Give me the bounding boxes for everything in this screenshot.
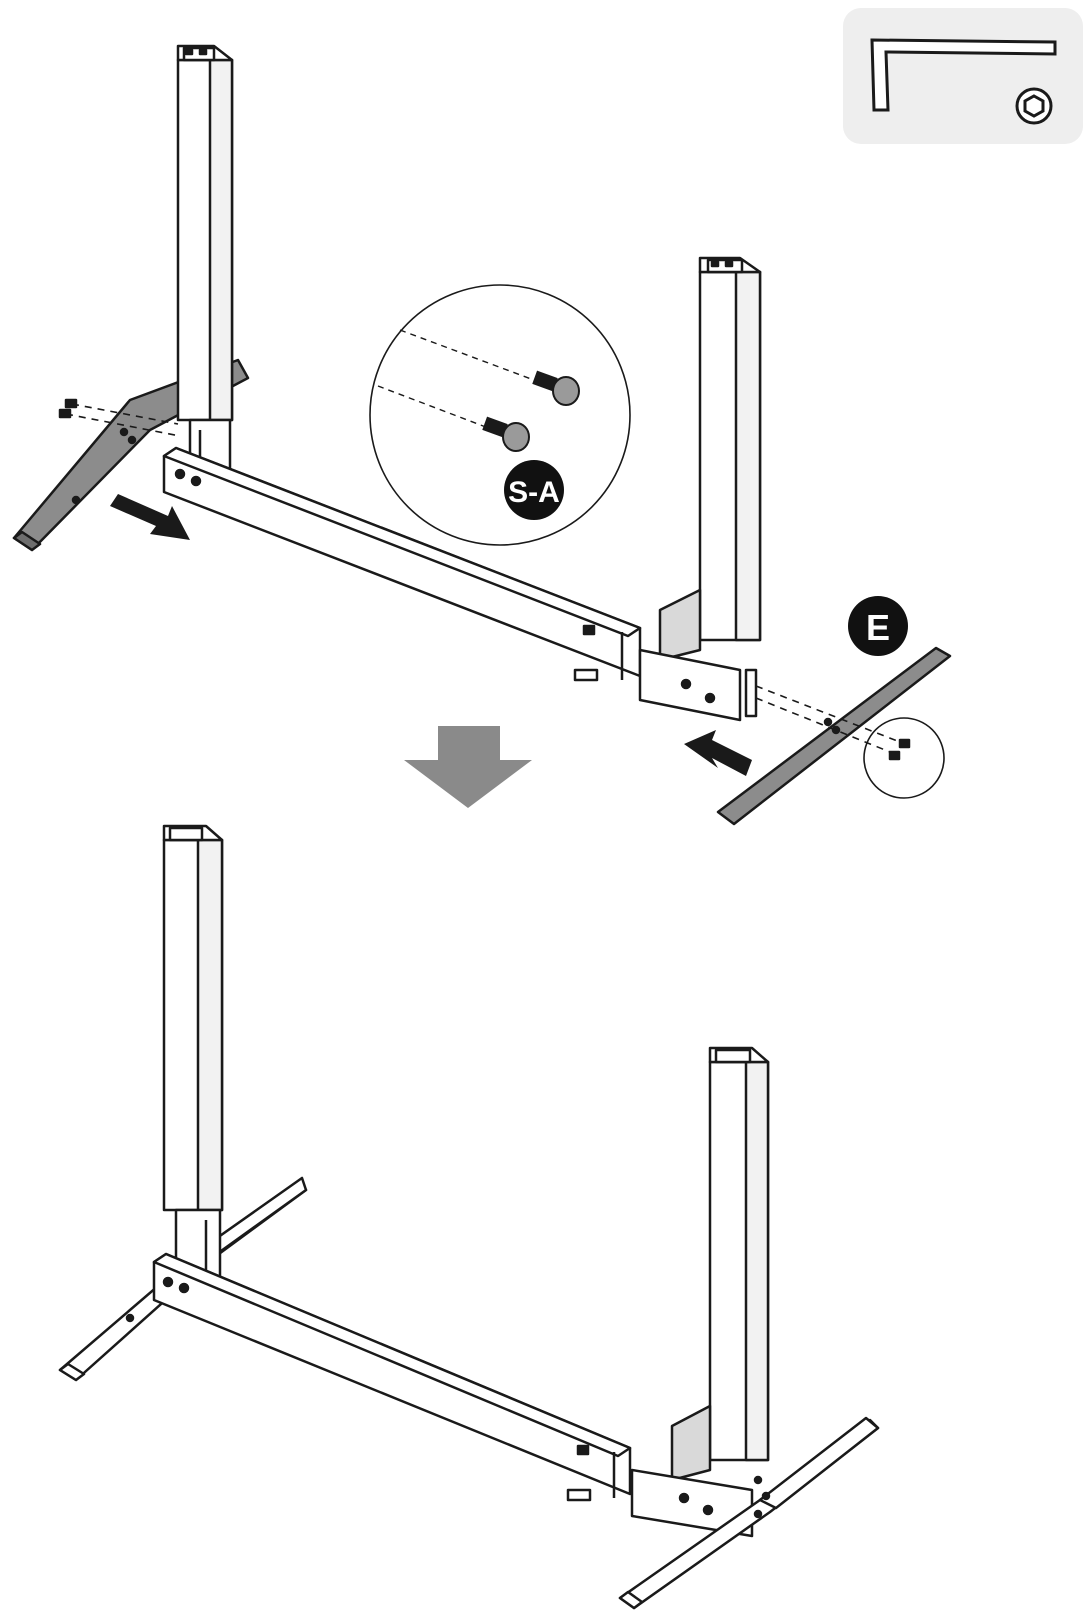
tool-panel [843,8,1083,144]
foot-part-label: E [866,607,890,648]
screw-icon [532,370,580,406]
assembled-right-column [630,1046,770,1538]
right-column [638,256,762,722]
screw-zoom-callout: S-A [369,284,631,546]
crossbar [162,446,642,682]
left-column [176,44,234,484]
screw-icon [482,416,530,452]
top-assembly [12,44,952,826]
screw-part-badge: S-A [504,460,564,520]
assembled-left-column [162,824,224,1278]
assembled-crossbar [152,1252,632,1502]
screw-part-label: S-A [508,476,560,509]
down-arrow-icon [404,726,532,808]
left-foot-screws [58,398,181,437]
assembled-right-foot [618,1416,880,1610]
bottom-assembly [58,824,880,1610]
left-direction-arrow [110,494,190,540]
hex-key-icon [870,38,1057,125]
right-direction-arrow [684,730,752,776]
right-foot [716,646,952,826]
foot-part-badge: E [848,596,908,656]
